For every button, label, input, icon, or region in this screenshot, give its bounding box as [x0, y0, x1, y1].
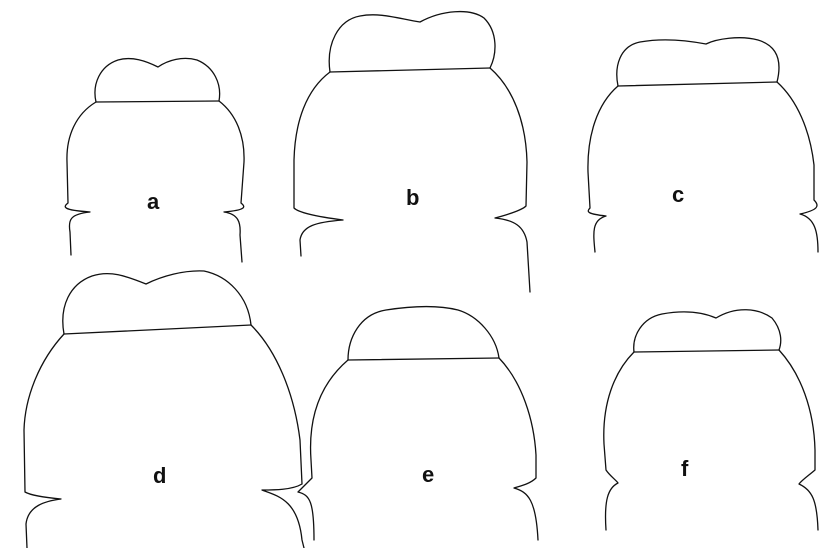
panel-label-f: f: [681, 458, 688, 480]
panel-f-cap-base: [634, 350, 779, 352]
panel-c-outline: [588, 38, 818, 252]
panel-e-body-left: [298, 360, 348, 540]
panel-label-b: b: [406, 187, 419, 209]
panel-c-body-right: [777, 82, 818, 252]
panel-c-cap: [617, 38, 779, 86]
panel-a-cap: [95, 58, 220, 102]
panel-f-cap: [634, 310, 781, 352]
panel-f-body-right: [779, 350, 818, 530]
panel-e-cap-base: [348, 358, 499, 360]
panel-c-cap-base: [618, 82, 777, 86]
panel-c-body-left: [588, 86, 618, 252]
panel-d-cap: [63, 271, 251, 334]
panel-d-body-left: [24, 334, 64, 548]
panel-a-outline: [65, 58, 244, 262]
panel-b-cap-base: [330, 68, 490, 72]
panel-d-outline: [24, 271, 304, 548]
panel-f-body-left: [604, 352, 634, 530]
panel-label-a: a: [147, 191, 159, 213]
panel-a-cap-base: [96, 101, 219, 102]
panel-e-body-right: [499, 358, 538, 540]
panel-a-body-right: [219, 101, 244, 262]
panel-b-body-left: [294, 72, 343, 256]
panel-label-d: d: [153, 465, 166, 487]
panel-e-cap: [348, 307, 499, 360]
panel-d-body-right: [251, 325, 304, 548]
panel-a-body-left: [65, 102, 96, 255]
panel-label-c: c: [672, 184, 684, 206]
panel-d-cap-base: [64, 325, 251, 334]
panel-f-outline: [604, 310, 818, 530]
panel-b-outline: [294, 12, 530, 292]
panel-label-e: e: [422, 464, 434, 486]
panel-e-outline: [298, 307, 538, 540]
panel-b-cap: [329, 12, 495, 72]
panel-b-body-right: [490, 68, 530, 292]
